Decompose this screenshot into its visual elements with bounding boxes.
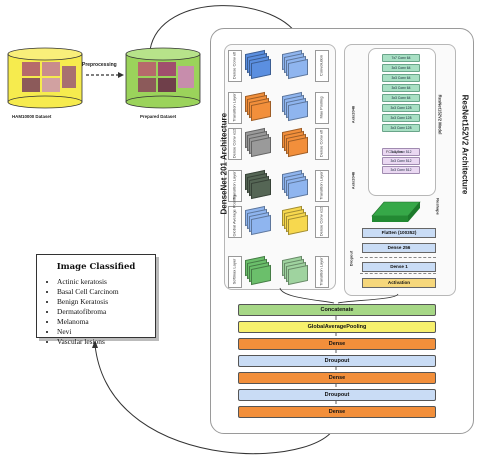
densenet-right-label-4-box <box>315 206 329 238</box>
densenet-right-label-5-box <box>315 256 329 288</box>
arrow-model-to-classified <box>94 344 338 455</box>
arrow-dataset-to-model <box>149 5 301 51</box>
image-classified-box: Image Classified Actinic keratosis Basal… <box>36 254 156 346</box>
class-item: Melanoma <box>57 317 155 327</box>
dropout-divider-top <box>360 257 436 258</box>
dense-layer-1: Dense <box>238 338 436 350</box>
class-item: Basal Cell Carcinom <box>57 287 155 297</box>
resnet-block-3: 3x3 Conv 64 <box>382 84 420 92</box>
dropout-layer-1: Droupout <box>238 355 436 367</box>
densenet-left-label-5-box <box>228 256 242 288</box>
resnet-block-2: 3x3 Conv 64 <box>382 74 420 82</box>
dense1-layer: Dense 1 <box>362 262 436 272</box>
resnet-block2-1: 3x3 Conv 512 <box>382 157 420 165</box>
densenet-left-label-1-box <box>228 92 242 124</box>
class-item: Vascular lesions <box>57 337 155 347</box>
prepared-dataset-label: Prepared Dataset <box>140 114 177 119</box>
flatten-layer: Flatten (100352) <box>362 228 436 238</box>
densenet-right-label-3-box <box>315 170 329 202</box>
dense-layer-3: Dense <box>238 406 436 418</box>
class-list: Actinic keratosis Basal Cell Carcinom Be… <box>57 277 155 347</box>
fc-layers-label: FC Layers <box>386 150 403 154</box>
raw-dataset-label: HAM10000 Dataset <box>12 114 52 119</box>
resnet-block2-0: 3x3 Conv 512 <box>382 148 420 156</box>
resnet-block-4: 3x3 Conv 64 <box>382 94 420 102</box>
raw-dataset-cylinder <box>6 46 84 110</box>
class-item: Dermatofibroma <box>57 307 155 317</box>
resnet-block-5: 3x3 Conv 128 <box>382 104 420 112</box>
image-classified-title: Image Classified <box>56 262 136 272</box>
resnet-block-1: 3x3 Conv 64 <box>382 64 420 72</box>
reshape-prism <box>371 201 421 222</box>
class-item: Nevi <box>57 327 155 337</box>
densenet-right-label-1-box <box>315 92 329 124</box>
preprocessing-label: Preprocessing <box>82 62 117 68</box>
dense256-layer: Dense 256 <box>362 243 436 253</box>
resnet-block-7: 3x3 Conv 128 <box>382 124 420 132</box>
densenet-left-label-3-box <box>228 170 242 202</box>
prepared-dataset-cylinder <box>124 46 202 110</box>
gap-layer: GlobalAveragePooling <box>238 321 436 333</box>
dropout-divider-bottom <box>360 273 436 274</box>
class-item: Actinic keratosis <box>57 277 155 287</box>
densenet-panel <box>224 44 336 290</box>
densenet-left-label-0-box <box>228 50 242 82</box>
densenet-right-label-0-box <box>315 50 329 82</box>
dropout-layer-2: Droupout <box>238 389 436 401</box>
resnet-block-6: 3x3 Conv 128 <box>382 114 420 122</box>
class-item: Benign Keratosis <box>57 297 155 307</box>
resnet-block-0: 7x7 Conv 64 <box>382 54 420 62</box>
concatenate-layer: Concatenate <box>238 304 436 316</box>
activation-layer: Activation <box>362 278 436 288</box>
dense-layer-2: Dense <box>238 372 436 384</box>
resnet-block2-2: 3x3 Conv 512 <box>382 166 420 174</box>
densenet-left-label-2-box <box>228 128 242 160</box>
densenet-left-label-4-box <box>228 206 242 238</box>
densenet-right-label-2-box <box>315 128 329 160</box>
